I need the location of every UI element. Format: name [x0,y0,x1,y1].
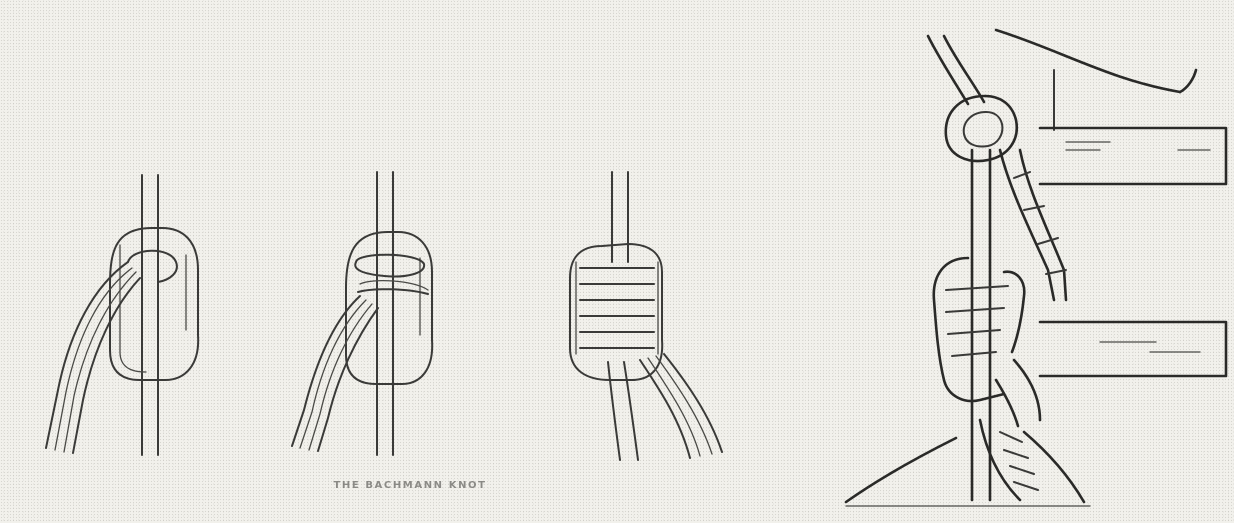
knot-step-1 [46,175,198,455]
hand-grip-illustration [846,30,1226,506]
knot-step-2 [292,172,432,455]
figure-caption: THE BACHMANN KNOT [298,480,522,491]
knot-step-3 [570,172,722,460]
